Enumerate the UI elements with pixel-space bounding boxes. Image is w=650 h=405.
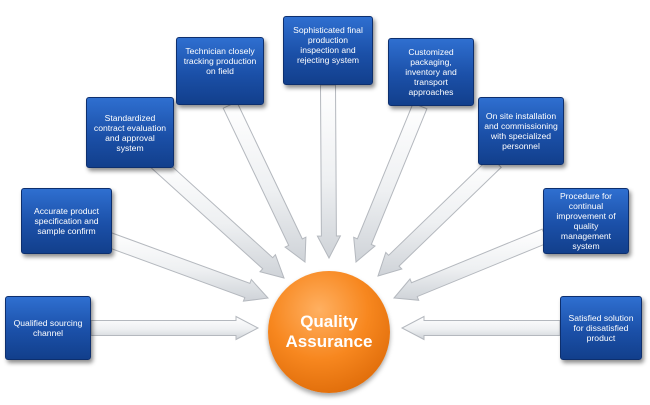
quality-assurance-hub: Quality Assurance [268,271,390,393]
node-qualified-sourcing: Qualified sourcing channel [5,296,91,360]
hub-title-line2: Assurance [285,332,373,351]
node-on-site-installation: On site installation and commissioning w… [478,97,564,165]
arrow-technician-tracking [222,101,307,263]
arrow-qualified-sourcing [90,315,260,341]
arrow-customized-packaging [353,102,428,263]
arrow-on-site-installation [377,155,502,277]
node-satisfied-solution: Satisfied solution for dissatisfied prod… [560,296,642,360]
node-label: Qualified sourcing channel [13,318,83,338]
node-label: On site installation and commissioning w… [484,111,558,151]
node-label: Standardized contract evaluation and app… [93,112,167,153]
node-customized-packaging: Customized packaging, inventory and tran… [388,38,474,106]
arrow-satisfied-solution [400,315,561,341]
node-accurate-product-specification: Accurate product specification and sampl… [21,188,112,254]
node-label: Accurate product specification and sampl… [34,206,99,236]
hub-title-line1: Quality [300,312,358,331]
arrow-accurate-product-specification [100,230,270,302]
arrow-standardized-contract-evaluation [150,155,285,279]
arrow-final-production-inspection [316,84,342,260]
node-label: Sophisticated final production inspectio… [293,25,363,65]
node-technician-tracking: Technician closely tracking production o… [176,37,264,105]
node-label: Customized packaging, inventory and tran… [405,47,457,97]
node-final-production-inspection: Sophisticated final production inspectio… [283,16,373,85]
node-label: Procedure for continual improvement of q… [556,191,616,251]
node-label: Technician closely tracking production o… [183,46,257,76]
node-continual-improvement: Procedure for continual improvement of q… [543,188,629,254]
node-standardized-contract-evaluation: Standardized contract evaluation and app… [86,97,174,168]
node-label: Satisfied solution for dissatisfied prod… [568,313,634,343]
arrow-continual-improvement [393,228,549,301]
